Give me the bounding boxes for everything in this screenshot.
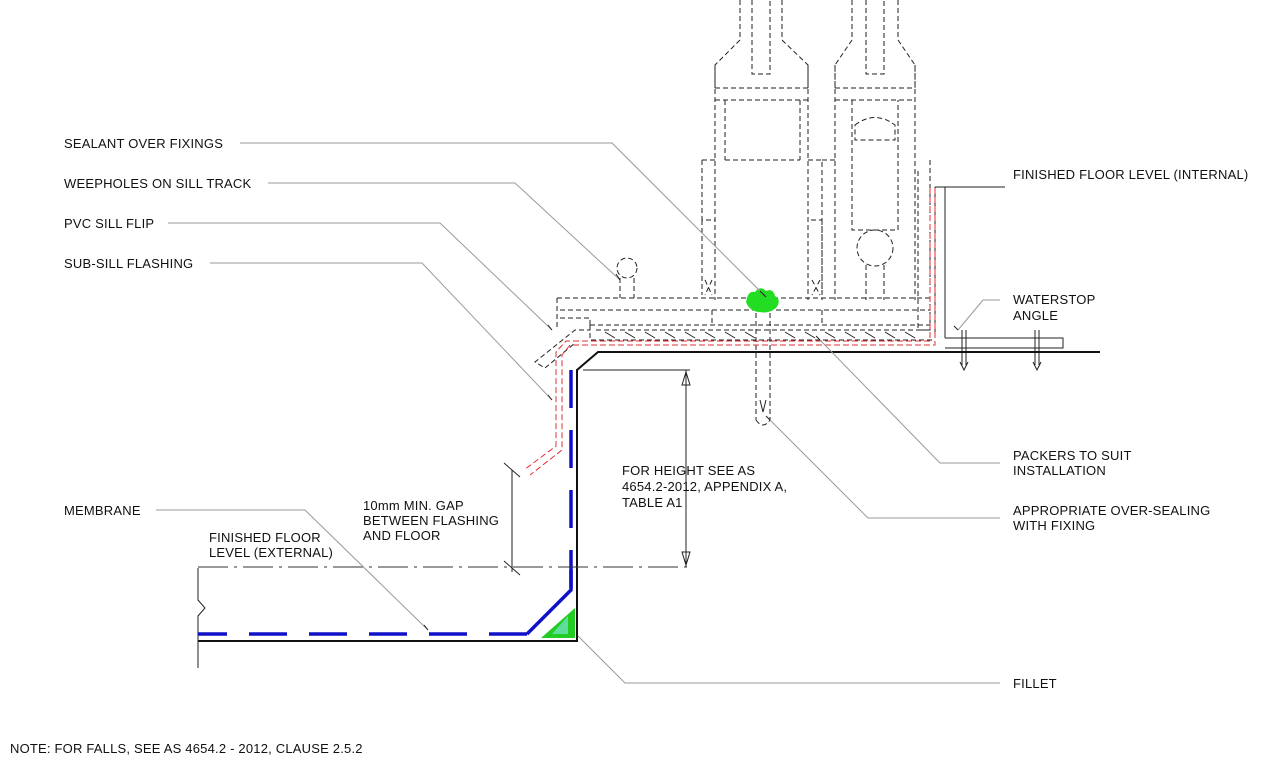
label-packers-1: PACKERS TO SUIT <box>1013 448 1132 463</box>
label-ffl-external-2: LEVEL (EXTERNAL) <box>209 545 333 560</box>
label-height-3: TABLE A1 <box>622 495 683 510</box>
label-fillet: FILLET <box>1013 676 1057 691</box>
label-gap-3: AND FLOOR <box>363 528 441 543</box>
label-pvc-sill-flip: PVC SILL FLIP <box>64 216 154 231</box>
label-sub-sill-flashing: SUB-SILL FLASHING <box>64 256 193 271</box>
slab-outline <box>197 351 1100 668</box>
label-waterstop-1: WATERSTOP <box>1013 292 1095 307</box>
label-gap-1: 10mm MIN. GAP <box>363 498 464 513</box>
label-oversealing-2: WITH FIXING <box>1013 518 1095 533</box>
label-gap-2: BETWEEN FLASHING <box>363 513 499 528</box>
label-sealant: SEALANT OVER FIXINGS <box>64 136 223 151</box>
membrane <box>198 370 573 636</box>
label-oversealing-1: APPROPRIATE OVER-SEALING <box>1013 503 1210 518</box>
label-weepholes: WEEPHOLES ON SILL TRACK <box>64 176 252 191</box>
label-packers-2: INSTALLATION <box>1013 463 1106 478</box>
label-ffl-internal: FINISHED FLOOR LEVEL (INTERNAL) <box>1013 167 1248 182</box>
label-waterstop-2: ANGLE <box>1013 308 1058 323</box>
fillet-shape <box>541 608 575 638</box>
label-height-2: 4654.2-2012, APPENDIX A, <box>622 479 787 494</box>
note-text: NOTE: FOR FALLS, SEE AS 4654.2 - 2012, C… <box>10 741 363 756</box>
label-ffl-external-1: FINISHED FLOOR <box>209 530 321 545</box>
sub-sill-flashing <box>523 188 936 476</box>
dimensions <box>503 369 691 576</box>
sealant-blob <box>746 288 779 313</box>
label-membrane: MEMBRANE <box>64 503 141 518</box>
label-group: SEALANT OVER FIXINGS WEEPHOLES ON SILL T… <box>10 136 1248 756</box>
window-frame <box>534 0 1064 426</box>
leaders <box>156 142 1000 684</box>
label-height-1: FOR HEIGHT SEE AS <box>622 463 755 478</box>
